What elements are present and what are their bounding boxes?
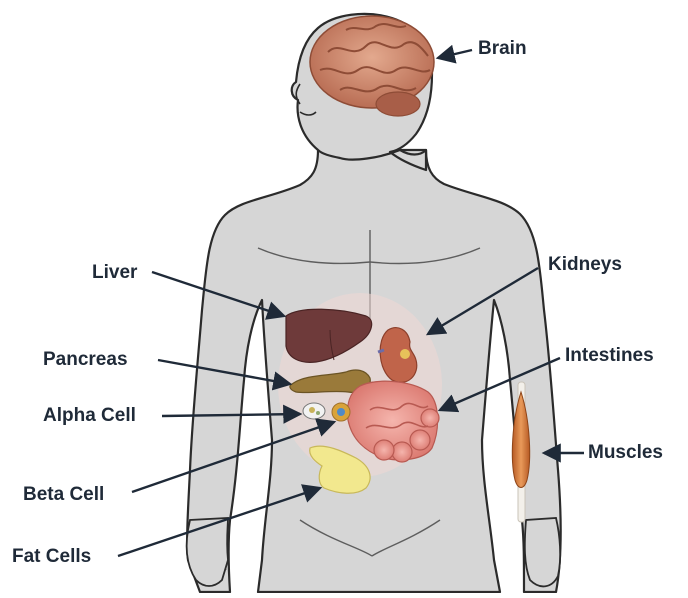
label-muscles: Muscles [588, 442, 663, 464]
label-alpha-cell: Alpha Cell [43, 405, 136, 427]
label-beta-cell: Beta Cell [23, 484, 104, 506]
brain-arrow [438, 50, 472, 58]
alpha-cell [303, 403, 325, 419]
label-pancreas: Pancreas [43, 349, 128, 371]
label-kidneys: Kidneys [548, 254, 622, 276]
label-fat-cells: Fat Cells [12, 546, 91, 568]
label-brain: Brain [478, 38, 527, 60]
label-liver: Liver [92, 262, 137, 284]
label-intestines: Intestines [565, 345, 654, 367]
beta-cell [332, 403, 350, 421]
